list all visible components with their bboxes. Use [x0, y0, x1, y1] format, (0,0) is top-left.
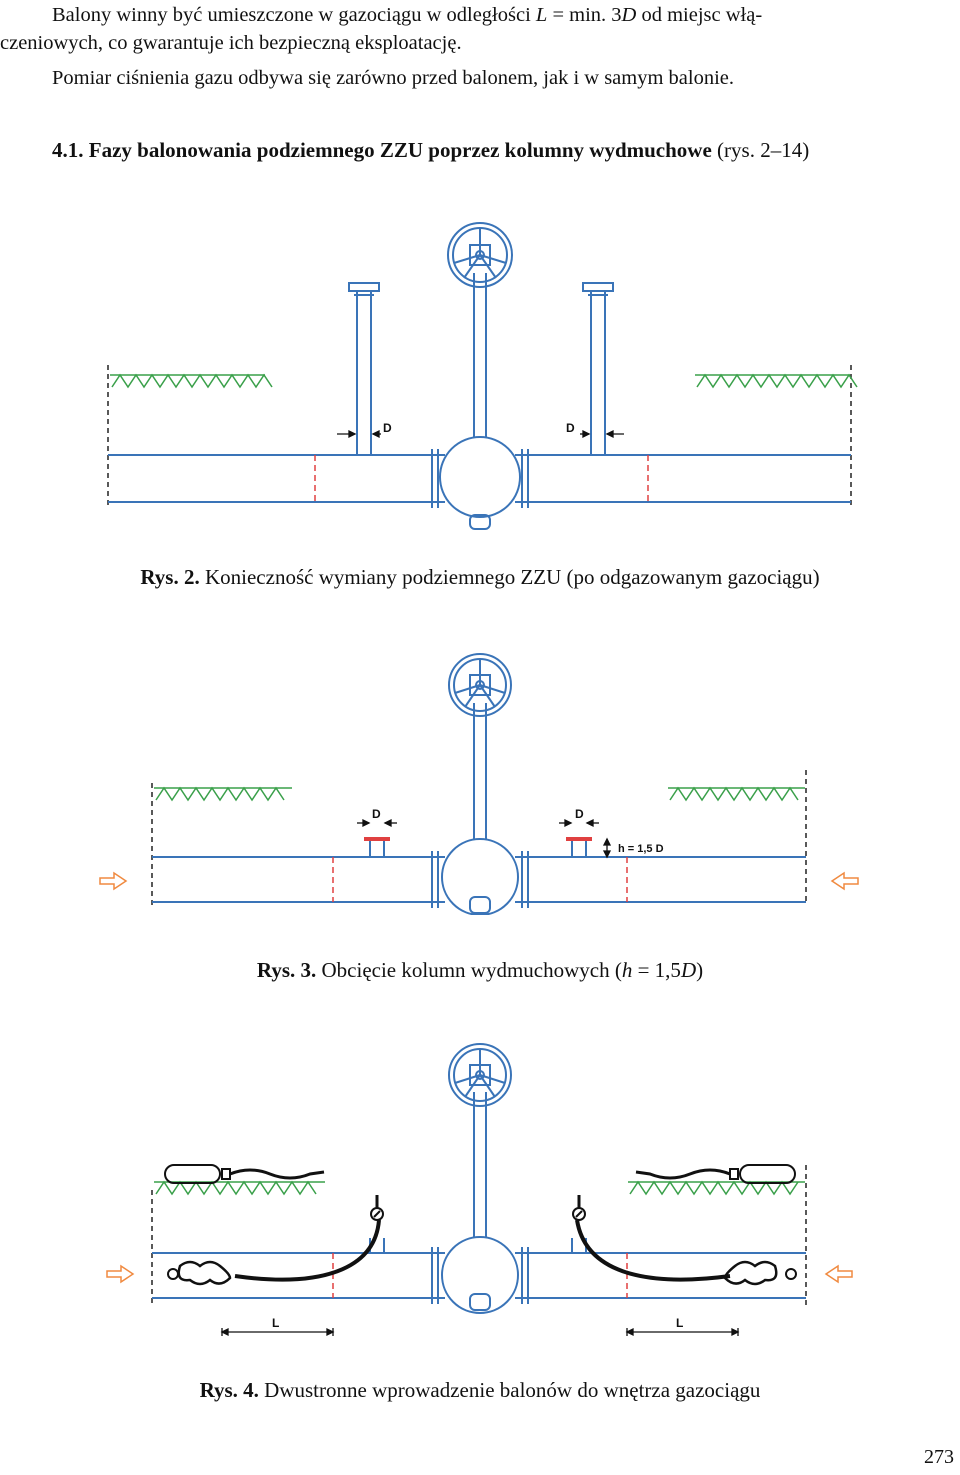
fig4-dim-right: L: [676, 1316, 683, 1330]
figure-3-diagram: D D h = 1,5 D: [99, 653, 859, 915]
figure-4-diagram: L L: [106, 1043, 853, 1337]
hose-right: [575, 1219, 731, 1282]
valve-body: [441, 838, 519, 915]
fig2-dim-right: D: [566, 421, 575, 435]
fig3-caption-h: h: [621, 958, 633, 982]
fig4-dim-left: L: [272, 1316, 279, 1330]
paragraph-pressure-measurement: Pomiar ciśnienia gazu odbywa się zarówno…: [52, 67, 734, 89]
fig4-label: Rys. 4.: [199, 1378, 259, 1402]
main-pipe: [152, 851, 806, 908]
gas-cylinder-left-icon: [164, 1164, 325, 1184]
cut-stub-right: [571, 841, 587, 857]
flow-arrow-right-icon: [830, 871, 859, 891]
fig3-label: Rys. 3.: [256, 958, 317, 982]
para1-text-a: Balony winny być umieszczone w gazociągu…: [52, 4, 536, 26]
flow-arrow-right-icon: [824, 1264, 853, 1284]
figure-4-caption: Rys. 4. Dwustronne wprowadzenie balonów …: [0, 1378, 960, 1403]
flow-arrow-left-icon: [106, 1264, 135, 1284]
fig3-dim-right: D: [575, 807, 584, 821]
balloon-gauge-left-icon: [167, 1268, 179, 1280]
fig2-label: Rys. 2.: [140, 565, 200, 589]
vent-column-left: [348, 282, 380, 455]
para1-text-c: od miejsc włą-: [636, 4, 763, 26]
hose-left: [234, 1219, 381, 1282]
balloon-gauge-right-icon: [785, 1268, 797, 1280]
cut-stub-left: [369, 841, 385, 857]
figure-3-caption: Rys. 3. Obcięcie kolumn wydmuchowych (h …: [0, 958, 960, 983]
para1-line2: czeniowych, co gwarantuje ich bezpieczną…: [0, 32, 462, 54]
main-pipe: [152, 1247, 806, 1304]
ground-hatch-right: [695, 373, 858, 389]
figure-2-caption: Rys. 2. Konieczność wymiany podziemnego …: [0, 565, 960, 590]
fig3-height-label: h = 1,5 D: [618, 843, 664, 855]
fig2-dim-left: D: [383, 421, 392, 435]
page-number: 273: [924, 1446, 954, 1468]
valve-handwheel-icon: [448, 1043, 512, 1107]
valve-body: [441, 1236, 519, 1314]
section-ref: (rys. 2–14): [717, 138, 810, 162]
section-heading: 4.1. Fazy balonowania podziemnego ZZU po…: [52, 138, 809, 163]
valve-body: [439, 436, 521, 518]
figure-2-diagram: D D: [107, 222, 858, 530]
fig3-dim-left: D: [372, 807, 381, 821]
fig3-caption-c: ): [696, 958, 704, 982]
pressure-gauge-right-icon: [572, 1195, 586, 1221]
balloon-left: [177, 1260, 232, 1286]
section-title: Fazy balonowania podziemnego ZZU poprzez…: [88, 138, 712, 162]
fig3-caption-a: Obcięcie kolumn wydmuchowych (: [321, 958, 622, 982]
pressure-gauge-left-icon: [370, 1195, 384, 1221]
fig3-caption-b: = 1,5: [632, 958, 681, 982]
valve-handwheel-icon: [447, 222, 513, 288]
paragraph-balloon-placement: Balony winny być umieszczone w gazociągu…: [0, 1, 952, 57]
fig4-caption-text: Dwustronne wprowadzenie balonów do wnętr…: [264, 1378, 761, 1402]
valve-drain: [469, 1293, 491, 1311]
section-number: 4.1.: [52, 138, 84, 162]
para1-var-l: L: [535, 4, 548, 26]
flow-arrow-left-icon: [99, 871, 128, 891]
valve-drain: [469, 896, 491, 914]
fig3-caption-d: D: [680, 958, 697, 982]
para1-var-d: D: [621, 4, 637, 26]
para1-text-b: = min. 3: [547, 4, 622, 26]
vent-column-right: [582, 282, 614, 455]
main-pipe: [108, 449, 851, 508]
valve-handwheel-icon: [448, 653, 512, 717]
valve-drain: [469, 514, 491, 530]
ground-hatch-left: [110, 373, 273, 389]
balloon-right: [723, 1260, 778, 1286]
ground-hatch-left: [154, 786, 292, 802]
ground-hatch-right: [668, 786, 805, 802]
fig2-caption-text: Konieczność wymiany podziemnego ZZU (po …: [204, 565, 820, 589]
gas-cylinder-right-icon: [635, 1164, 796, 1184]
